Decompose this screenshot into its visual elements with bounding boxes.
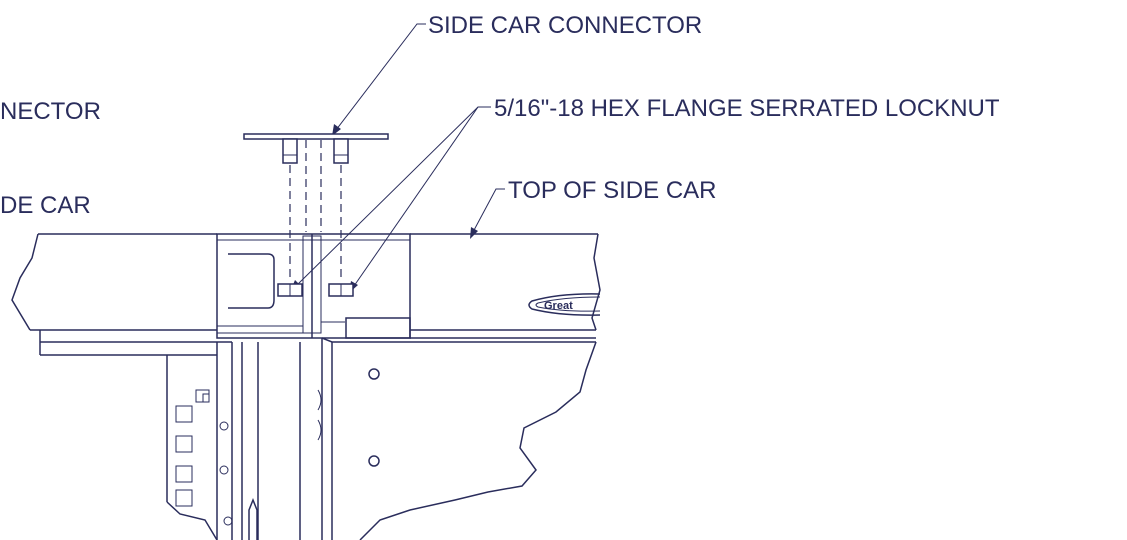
left-side-car [11, 233, 217, 356]
right-side-car [410, 233, 601, 339]
locknut-left [277, 283, 303, 297]
locknut-right [328, 283, 354, 297]
label-locknut: 5/16"-18 HEX FLANGE SERRATED LOCKNUT [494, 95, 1000, 122]
leader-top-of-side-car [470, 188, 505, 239]
lower-left-panel [166, 341, 301, 540]
side-car-connector-part [243, 133, 389, 164]
label-top-of-side-car: TOP OF SIDE CAR [508, 177, 717, 204]
label-connector-partial: NECTOR [0, 98, 101, 125]
connection-pocket [216, 233, 411, 339]
label-side-car-partial: DE CAR [0, 192, 91, 219]
leader-side-car-connector [332, 23, 426, 136]
lower-right-panel [317, 337, 597, 540]
alignment-lines [289, 140, 342, 282]
great-logo: Great [544, 300, 573, 312]
label-side-car-connector: SIDE CAR CONNECTOR [428, 12, 702, 39]
